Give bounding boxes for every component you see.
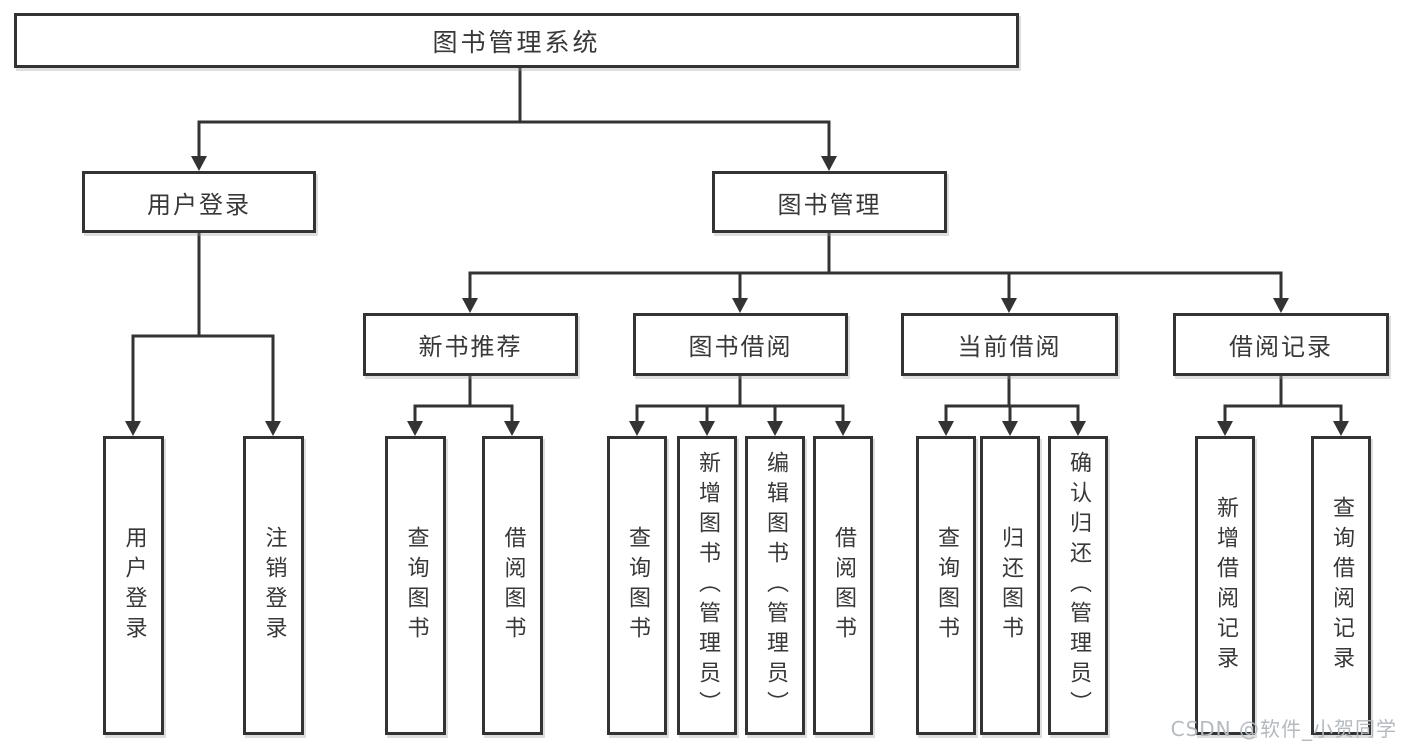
connector-root-to-level2 [191,64,837,171]
leaf-cb-return-books: 归还图书 [980,436,1040,735]
node-root-label: 图书管理系统 [432,27,601,57]
node-book-management-label: 图书管理 [777,190,882,219]
node-book-borrow-label: 图书借阅 [688,333,793,361]
leaf-cb-query-books-label: 查询图书 [934,525,959,646]
leaf-user-login-label: 用户登录 [121,525,147,646]
leaf-bb-add-books-admin: 新增图书（管理员） [677,436,737,735]
leaf-br-query-record: 查询借阅记录 [1311,436,1371,735]
leaf-user-login: 用户登录 [103,436,164,735]
node-borrow-records: 借阅记录 [1173,313,1389,376]
leaf-br-query-record-label: 查询借阅记录 [1329,495,1354,676]
leaf-cb-return-books-label: 归还图书 [998,525,1023,646]
node-user-login: 用户登录 [82,171,316,233]
connector-borrow-records-children [1217,372,1349,436]
connector-book-management-children [462,230,1289,313]
connector-book-borrow-children [629,372,851,436]
node-book-borrow: 图书借阅 [633,313,848,376]
node-borrow-records-label: 借阅记录 [1229,333,1333,361]
leaf-cb-confirm-return-admin: 确认归还（管理员） [1048,436,1108,735]
leaf-bb-query-books: 查询图书 [607,436,667,735]
node-current-borrow: 当前借阅 [901,313,1118,376]
node-root: 图书管理系统 [14,13,1019,68]
leaf-cb-confirm-return-admin-label: 确认归还（管理员） [1066,450,1091,721]
connector-user-login-children [125,230,281,436]
leaf-bb-edit-books-admin: 编辑图书（管理员） [745,436,805,735]
leaf-bb-borrow-books: 借阅图书 [813,436,873,735]
leaf-br-add-record: 新增借阅记录 [1195,436,1255,735]
leaf-bb-query-books-label: 查询图书 [625,525,650,646]
leaf-cb-query-books: 查询图书 [916,436,976,735]
node-book-management: 图书管理 [712,171,947,233]
leaf-nbr-borrow-books-label: 借阅图书 [500,525,526,646]
leaf-nbr-query-books-label: 查询图书 [403,525,429,646]
connector-new-book-rec-children [407,372,520,436]
node-user-login-label: 用户登录 [147,190,251,219]
node-current-borrow-label: 当前借阅 [957,333,1062,361]
leaf-nbr-query-books: 查询图书 [385,436,446,735]
leaf-bb-edit-books-admin-label: 编辑图书（管理员） [763,450,788,721]
csdn-watermark: CSDN @软件_小贺同学 [1170,717,1397,741]
leaf-bb-add-books-admin-label: 新增图书（管理员） [695,450,720,721]
connector-current-borrow-children [938,372,1086,436]
leaf-nbr-borrow-books: 借阅图书 [482,436,543,735]
leaf-logout-label: 注销登录 [261,525,287,646]
leaf-logout: 注销登录 [243,436,304,735]
leaf-bb-borrow-books-label: 借阅图书 [831,525,856,646]
leaf-br-add-record-label: 新增借阅记录 [1213,495,1238,676]
node-new-book-recommend-label: 新书推荐 [418,333,523,361]
node-new-book-recommend: 新书推荐 [363,313,578,376]
